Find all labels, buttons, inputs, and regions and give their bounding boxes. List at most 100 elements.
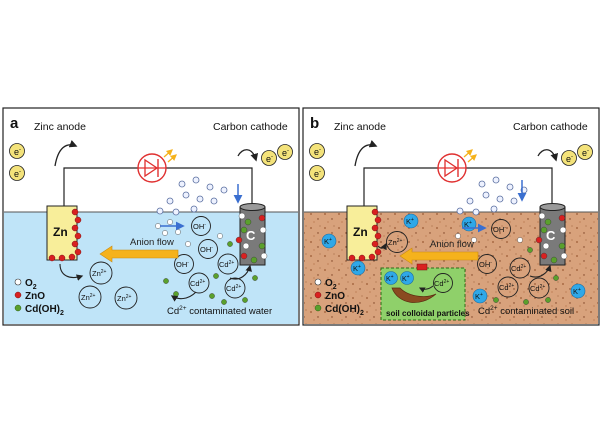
svg-text:Cd2+: Cd2+ bbox=[434, 279, 449, 288]
anode-label: Zinc anode bbox=[334, 121, 386, 133]
svg-text:K+: K+ bbox=[464, 220, 472, 229]
panel-letter: a bbox=[10, 115, 19, 132]
electron-icon: e- bbox=[277, 144, 293, 160]
ion-k: K+ bbox=[403, 213, 419, 229]
svg-text:Zn2+: Zn2+ bbox=[81, 293, 96, 302]
ion-zn: Zn2+ bbox=[386, 231, 408, 253]
zinc-anode: Zn bbox=[346, 205, 382, 262]
svg-text:OH-: OH- bbox=[176, 260, 189, 269]
inset-label: soil colloidal particles bbox=[386, 309, 470, 318]
svg-text:C: C bbox=[546, 228, 556, 243]
svg-text:Zn2+: Zn2+ bbox=[92, 269, 107, 278]
anion-flow-label: Anion flow bbox=[430, 239, 474, 250]
anion-flow-arrow bbox=[399, 247, 479, 265]
anion-flow-label: Anion flow bbox=[130, 237, 174, 248]
ion-zn: Zn2+ bbox=[89, 261, 113, 285]
oxygen-bubbles bbox=[156, 176, 228, 216]
zn-dissolve-arrow bbox=[377, 242, 387, 251]
particles bbox=[455, 233, 559, 305]
svg-text:Zn: Zn bbox=[353, 225, 368, 239]
anode-label: Zinc anode bbox=[34, 121, 86, 133]
svg-text:OH-: OH- bbox=[193, 222, 206, 231]
ion-k: K+ bbox=[384, 271, 398, 285]
cathode-label: Carbon cathode bbox=[213, 121, 288, 133]
svg-text:O2: O2 bbox=[325, 278, 337, 291]
svg-text:Zn2+: Zn2+ bbox=[388, 238, 403, 247]
svg-text:OH-: OH- bbox=[493, 225, 506, 234]
ion-k: K+ bbox=[472, 288, 488, 304]
svg-text:OH-: OH- bbox=[479, 260, 492, 269]
colloid-particle-icon bbox=[391, 287, 437, 303]
ion-cd: Cd2+ bbox=[528, 277, 550, 299]
svg-text:e-: e- bbox=[582, 148, 589, 158]
particles bbox=[155, 219, 258, 305]
soil-colloid-inset: K+ K+ Cd2+ soil colloidal particles bbox=[380, 263, 470, 321]
svg-text:O2: O2 bbox=[25, 278, 37, 291]
cathode-label: Carbon cathode bbox=[513, 121, 588, 133]
electron-icon: e- bbox=[561, 150, 577, 166]
svg-text:Zn: Zn bbox=[53, 225, 68, 239]
medium-caption: Cd2+ contaminated water bbox=[167, 305, 272, 317]
zn-dissolve-arrow bbox=[59, 263, 84, 281]
electron-flow-arrow bbox=[354, 140, 378, 167]
svg-text:Cd2+: Cd2+ bbox=[499, 283, 514, 292]
led-icon bbox=[137, 149, 177, 183]
oxygen-bubbles bbox=[456, 176, 528, 216]
ion-zn: Zn2+ bbox=[114, 286, 138, 310]
svg-text:Cd2+: Cd2+ bbox=[511, 264, 526, 273]
svg-text:Cd(OH)2: Cd(OH)2 bbox=[25, 304, 64, 317]
electron-icon: e- bbox=[9, 165, 25, 181]
ion-k: K+ bbox=[400, 271, 414, 285]
ion-cd: Cd2+ bbox=[509, 257, 531, 279]
electron-icon: e- bbox=[309, 143, 325, 159]
cd-reaction-arrow bbox=[229, 264, 252, 280]
electron-flow-arrow bbox=[537, 149, 559, 162]
electron-icon: e- bbox=[309, 165, 325, 181]
svg-text:K+: K+ bbox=[353, 264, 361, 273]
panel-a: a Zinc anode Carbon cathode e- e- e- bbox=[2, 107, 300, 326]
svg-text:e-: e- bbox=[566, 154, 573, 164]
svg-text:K+: K+ bbox=[475, 292, 483, 301]
svg-text:K+: K+ bbox=[402, 274, 410, 283]
electron-icon: e- bbox=[261, 150, 277, 166]
carbon-cathode: C bbox=[235, 203, 268, 266]
svg-text:ZnO: ZnO bbox=[325, 291, 345, 302]
svg-text:Zn2+: Zn2+ bbox=[117, 294, 132, 303]
ion-oh: OH- bbox=[477, 254, 497, 274]
svg-text:Cd2+: Cd2+ bbox=[226, 284, 241, 293]
electron-icon: e- bbox=[9, 143, 25, 159]
ion-cd: Cd2+ bbox=[188, 272, 210, 294]
medium-caption: Cd2+ contaminated soil bbox=[478, 305, 574, 317]
ion-cd: Cd2+ bbox=[433, 273, 453, 293]
ion-zn: Zn2+ bbox=[78, 285, 102, 309]
ion-cd: Cd2+ bbox=[217, 253, 239, 275]
svg-text:K+: K+ bbox=[573, 287, 581, 296]
anion-flow-arrow bbox=[99, 245, 179, 263]
svg-text:e-: e- bbox=[282, 148, 289, 158]
ion-k: K+ bbox=[321, 233, 337, 249]
svg-text:K+: K+ bbox=[386, 274, 394, 283]
svg-text:e-: e- bbox=[266, 154, 273, 164]
svg-text:K+: K+ bbox=[324, 237, 332, 246]
carbon-cathode: C bbox=[535, 203, 568, 266]
svg-text:Cd2+: Cd2+ bbox=[190, 279, 205, 288]
svg-text:e-: e- bbox=[14, 147, 21, 157]
svg-text:e-: e- bbox=[314, 169, 321, 179]
svg-text:e-: e- bbox=[14, 169, 21, 179]
ion-cd: Cd2+ bbox=[224, 277, 246, 299]
svg-text:OH-: OH- bbox=[200, 245, 213, 254]
svg-text:ZnO: ZnO bbox=[25, 291, 45, 302]
svg-text:Cd2+: Cd2+ bbox=[219, 260, 234, 269]
electron-flow-arrow bbox=[237, 149, 259, 162]
ion-oh: OH- bbox=[174, 254, 194, 274]
electron-icon: e- bbox=[577, 144, 593, 160]
electron-flow-arrow bbox=[54, 140, 78, 167]
zinc-anode: Zn bbox=[46, 205, 82, 262]
ion-oh: OH- bbox=[491, 219, 511, 239]
legend: O2 ZnO Cd(OH)2 bbox=[314, 278, 364, 317]
ion-k: K+ bbox=[570, 283, 586, 299]
ion-oh: OH- bbox=[191, 216, 211, 236]
svg-text:C: C bbox=[246, 228, 256, 243]
panel-b: b Zinc anode Carbon cathode e- e- e- e- bbox=[302, 107, 600, 326]
